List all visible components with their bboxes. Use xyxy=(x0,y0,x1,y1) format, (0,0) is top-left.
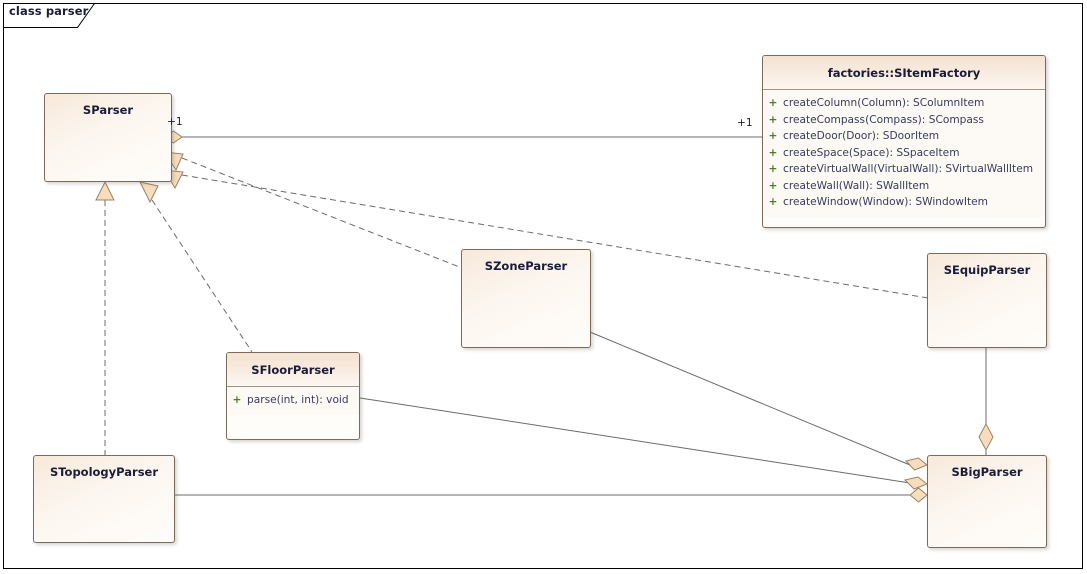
operation-signature: createVirtualWall(VirtualWall): SVirtual… xyxy=(783,163,1034,175)
operation-signature: createDoor(Door): SDoorItem xyxy=(783,130,940,142)
operation-row: + createCompass(Compass): SCompass xyxy=(763,112,1045,129)
operation-row: + createWindow(Window): SWindowItem xyxy=(763,194,1045,211)
operation-row: + createVirtualWall(VirtualWall): SVirtu… xyxy=(763,161,1045,178)
operation-signature: createWall(Wall): SWallItem xyxy=(783,179,930,192)
operation-signature: parse(int, int): void xyxy=(247,394,349,406)
operation-row: + createColumn(Column): SColumnItem xyxy=(763,95,1045,112)
visibility-marker: + xyxy=(768,130,778,142)
operation-row: + parse(int, int): void xyxy=(227,392,359,409)
operation-row: + createDoor(Door): SDoorItem xyxy=(763,128,1045,145)
operation-signature: createWindow(Window): SWindowItem xyxy=(783,196,988,208)
class-box-sparser[interactable]: SParser xyxy=(44,93,172,182)
class-box-szoneparser[interactable]: SZoneParser xyxy=(461,249,591,348)
visibility-marker: + xyxy=(232,394,242,406)
class-box-sbigparser[interactable]: SBigParser xyxy=(927,455,1047,548)
frame-title-label: class parser xyxy=(9,4,89,18)
class-name-stopologyparser: STopologyParser xyxy=(49,465,159,479)
class-name-sfloorparser: SFloorParser xyxy=(227,353,359,387)
operations-compartment-sitemfactory: + createColumn(Column): SColumnItem + cr… xyxy=(763,90,1045,217)
visibility-marker: + xyxy=(768,97,778,109)
class-box-sitemfactory[interactable]: factories::SItemFactory + createColumn(C… xyxy=(762,55,1046,228)
class-box-sequipparser[interactable]: SEquipParser xyxy=(927,253,1047,348)
class-name-sitemfactory: factories::SItemFactory xyxy=(763,56,1045,90)
class-box-sfloorparser[interactable]: SFloorParser + parse(int, int): void xyxy=(226,352,360,440)
operations-compartment-sfloorparser: + parse(int, int): void xyxy=(227,387,359,415)
operation-signature: createSpace(Space): SSpaceItem xyxy=(783,146,960,159)
class-name-sparser: SParser xyxy=(82,103,134,117)
visibility-marker: + xyxy=(768,196,778,208)
class-box-stopologyparser[interactable]: STopologyParser xyxy=(33,455,175,543)
multiplicity-sparser-side: +1 xyxy=(167,116,183,128)
frame-title-tab xyxy=(3,3,95,28)
visibility-marker: + xyxy=(768,179,778,192)
frame-tab-shape-icon xyxy=(3,3,95,28)
visibility-marker: + xyxy=(768,163,778,175)
operation-signature: createCompass(Compass): SCompass xyxy=(783,113,984,126)
operation-row: + createWall(Wall): SWallItem xyxy=(763,178,1045,195)
operation-row: + createSpace(Space): SSpaceItem xyxy=(763,145,1045,162)
visibility-marker: + xyxy=(768,146,778,159)
diagram-frame xyxy=(3,3,1083,569)
operation-signature: createColumn(Column): SColumnItem xyxy=(783,97,985,109)
class-name-sbigparser: SBigParser xyxy=(951,465,1023,479)
class-name-szoneparser: SZoneParser xyxy=(484,259,568,273)
visibility-marker: + xyxy=(768,113,778,126)
class-name-sequipparser: SEquipParser xyxy=(943,263,1031,277)
multiplicity-sitemfactory-side: +1 xyxy=(737,117,753,129)
